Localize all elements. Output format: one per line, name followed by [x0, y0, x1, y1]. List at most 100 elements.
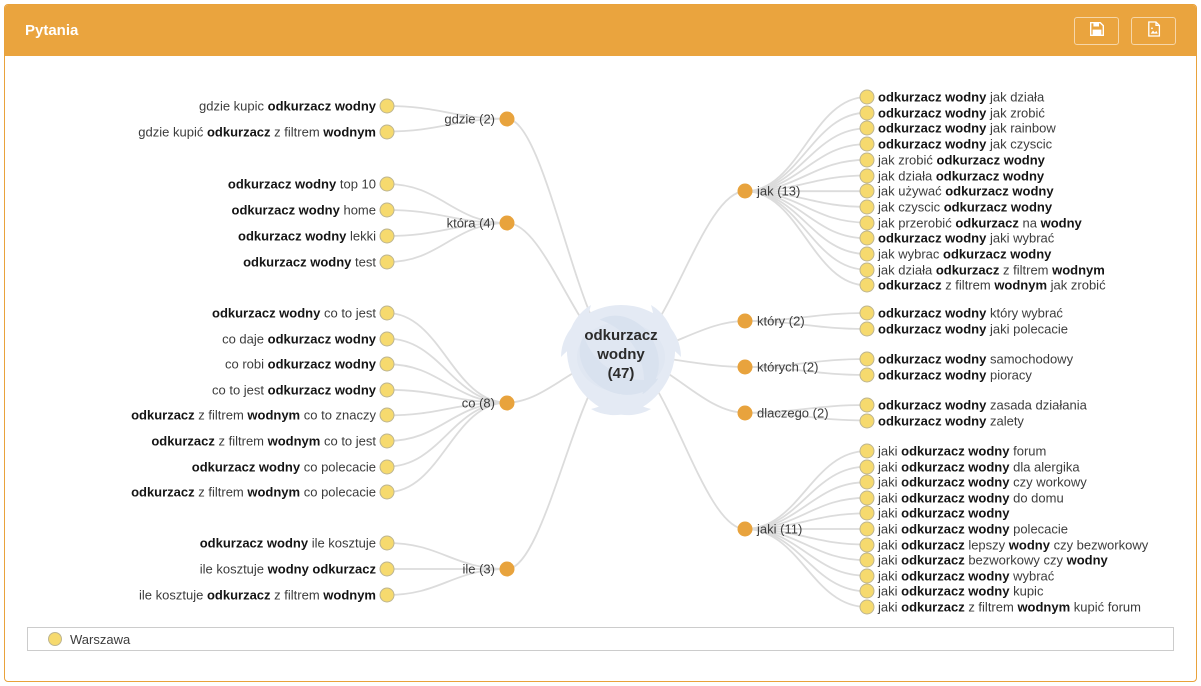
leaf-dot-icon[interactable]: [859, 521, 875, 537]
leaf-dot-icon[interactable]: [859, 552, 875, 568]
leaf-dot-icon[interactable]: [379, 587, 395, 603]
leaf-dot-icon[interactable]: [859, 215, 875, 231]
leaf-dot-icon[interactable]: [859, 599, 875, 615]
question-leaf[interactable]: odkurzacz wodny home: [231, 202, 377, 218]
question-leaf[interactable]: odkurzacz wodny co to jest: [212, 305, 376, 321]
question-leaf[interactable]: jaki odkurzacz wodny polecacie: [878, 521, 1069, 537]
leaf-dot-icon[interactable]: [379, 254, 395, 270]
branch-dot-icon[interactable]: [737, 183, 753, 199]
question-leaf[interactable]: jaki odkurzacz bezworkowy czy wodny: [878, 552, 1108, 568]
question-leaf[interactable]: odkurzacz wodny jaki polecacie: [878, 321, 1069, 337]
question-leaf[interactable]: jaki odkurzacz wodny kupic: [878, 583, 1044, 599]
leaf-dot-icon[interactable]: [379, 561, 395, 577]
branch-node-label[interactable]: gdzie (2): [444, 111, 495, 127]
branch-node-label[interactable]: dlaczego (2): [757, 405, 829, 421]
branch-dot-icon[interactable]: [499, 215, 515, 231]
leaf-dot-icon[interactable]: [859, 321, 875, 337]
question-leaf[interactable]: jak wybrac odkurzacz wodny: [878, 246, 1052, 262]
question-leaf[interactable]: ile kosztuje wodny odkurzacz: [199, 561, 376, 577]
branch-node-label[interactable]: jaki (11): [757, 521, 803, 537]
question-leaf[interactable]: jak zrobić odkurzacz wodny: [878, 152, 1045, 168]
leaf-dot-icon[interactable]: [859, 120, 875, 136]
leaf-dot-icon[interactable]: [859, 262, 875, 278]
question-leaf[interactable]: odkurzacz z filtrem wodnym co to znaczy: [131, 407, 376, 423]
leaf-dot-icon[interactable]: [859, 351, 875, 367]
question-leaf[interactable]: jaki odkurzacz wodny wybrać: [878, 568, 1055, 584]
question-leaf[interactable]: odkurzacz wodny zasada działania: [878, 397, 1087, 413]
branch-node-label[interactable]: która (4): [446, 215, 495, 231]
question-leaf[interactable]: odkurzacz z filtrem wodnym co polecacie: [131, 484, 376, 500]
question-leaf[interactable]: jaki odkurzacz wodny do domu: [878, 490, 1064, 506]
question-leaf[interactable]: odkurzacz wodny test: [243, 254, 376, 270]
leaf-dot-icon[interactable]: [859, 367, 875, 383]
leaf-dot-icon[interactable]: [859, 246, 875, 262]
leaf-dot-icon[interactable]: [859, 230, 875, 246]
leaf-dot-icon[interactable]: [379, 124, 395, 139]
leaf-dot-icon[interactable]: [379, 356, 395, 372]
branch-node-label[interactable]: ile (3): [462, 561, 495, 577]
branch-dot-icon[interactable]: [737, 521, 753, 537]
question-leaf[interactable]: odkurzacz z filtrem wodnym jak zrobić: [878, 277, 1106, 293]
leaf-dot-icon[interactable]: [859, 459, 875, 475]
question-leaf[interactable]: ile kosztuje odkurzacz z filtrem wodnym: [139, 587, 376, 603]
leaf-dot-icon[interactable]: [379, 459, 395, 475]
leaf-dot-icon[interactable]: [859, 183, 875, 199]
question-leaf[interactable]: gdzie kupic odkurzacz wodny: [198, 98, 376, 114]
leaf-dot-icon[interactable]: [859, 105, 875, 121]
question-leaf[interactable]: odkurzacz wodny co polecacie: [191, 459, 376, 475]
branch-dot-icon[interactable]: [737, 405, 753, 421]
branch-dot-icon[interactable]: [737, 359, 753, 375]
save-button[interactable]: [1074, 16, 1119, 45]
branch-node-label[interactable]: których (2): [757, 359, 819, 375]
branch-node-label[interactable]: który (2): [757, 313, 805, 329]
question-leaf[interactable]: odkurzacz wodny jak czyscic: [878, 136, 1053, 152]
export-image-button[interactable]: [1131, 16, 1176, 45]
leaf-dot-icon[interactable]: [859, 277, 875, 293]
legend-label[interactable]: Warszawa: [70, 631, 131, 647]
question-leaf[interactable]: odkurzacz wodny lekki: [238, 228, 376, 244]
question-leaf[interactable]: odkurzacz wodny ile kosztuje: [199, 535, 376, 551]
leaf-dot-icon[interactable]: [859, 136, 875, 152]
leaf-dot-icon[interactable]: [859, 490, 875, 506]
question-leaf[interactable]: odkurzacz wodny który wybrać: [878, 305, 1063, 321]
question-leaf[interactable]: odkurzacz wodny zalety: [878, 413, 1024, 428]
leaf-dot-icon[interactable]: [379, 176, 395, 192]
leaf-dot-icon[interactable]: [379, 382, 395, 398]
leaf-dot-icon[interactable]: [859, 474, 875, 490]
leaf-dot-icon[interactable]: [379, 407, 395, 423]
question-leaf[interactable]: gdzie kupić odkurzacz z filtrem wodnym: [138, 124, 376, 139]
question-leaf[interactable]: jak przerobić odkurzacz na wodny: [878, 215, 1082, 231]
question-leaf[interactable]: jaki odkurzacz wodny forum: [878, 443, 1047, 459]
question-leaf[interactable]: jaki odkurzacz wodny dla alergika: [878, 459, 1080, 475]
question-leaf[interactable]: odkurzacz z filtrem wodnym co to jest: [151, 433, 376, 449]
leaf-dot-icon[interactable]: [859, 568, 875, 584]
question-leaf[interactable]: jaki odkurzacz wodny czy workowy: [878, 474, 1087, 490]
branch-node-label[interactable]: jak (13): [757, 183, 801, 199]
question-leaf[interactable]: co robi odkurzacz wodny: [225, 356, 376, 372]
leaf-dot-icon[interactable]: [859, 199, 875, 215]
question-leaf[interactable]: co to jest odkurzacz wodny: [212, 382, 376, 398]
leaf-dot-icon[interactable]: [379, 228, 395, 244]
leaf-dot-icon[interactable]: [379, 98, 395, 114]
question-leaf[interactable]: jak używać odkurzacz wodny: [878, 183, 1054, 199]
leaf-dot-icon[interactable]: [379, 305, 395, 321]
leaf-dot-icon[interactable]: [859, 537, 875, 553]
leaf-dot-icon[interactable]: [859, 168, 875, 183]
leaf-dot-icon[interactable]: [379, 433, 395, 449]
question-leaf[interactable]: jak czyscic odkurzacz wodny: [878, 199, 1053, 215]
leaf-dot-icon[interactable]: [859, 305, 875, 321]
leaf-dot-icon[interactable]: [859, 89, 875, 105]
leaf-dot-icon[interactable]: [379, 202, 395, 218]
question-leaf[interactable]: odkurzacz wodny jak zrobić: [878, 105, 1045, 121]
question-leaf[interactable]: odkurzacz wodny top 10: [227, 176, 376, 192]
leaf-dot-icon[interactable]: [379, 484, 395, 500]
question-leaf[interactable]: jaki odkurzacz wodny: [878, 505, 1010, 521]
leaf-dot-icon[interactable]: [379, 331, 395, 347]
leaf-dot-icon[interactable]: [859, 443, 875, 459]
leaf-dot-icon[interactable]: [859, 152, 875, 168]
branch-dot-icon[interactable]: [499, 561, 515, 577]
question-leaf[interactable]: odkurzacz wodny pioracy: [878, 367, 1032, 383]
question-leaf[interactable]: jaki odkurzacz lepszy wodny czy bezworko…: [878, 537, 1149, 553]
question-leaf[interactable]: jak działa odkurzacz wodny: [878, 168, 1045, 183]
question-leaf[interactable]: odkurzacz wodny jak rainbow: [878, 120, 1056, 136]
